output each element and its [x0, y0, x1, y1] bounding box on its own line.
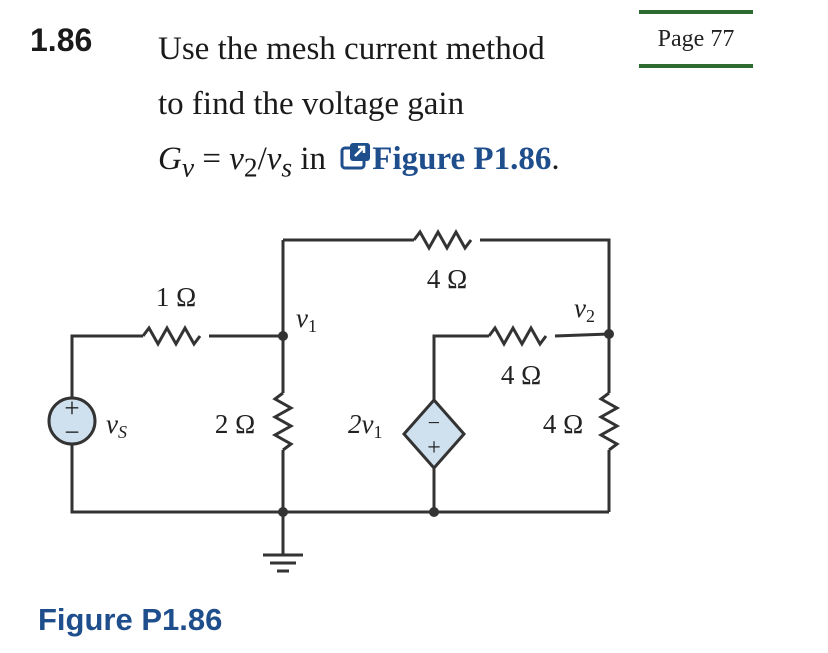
circuit-nodes	[278, 329, 614, 517]
resistor-2ohm	[271, 391, 295, 452]
figure-caption: Figure P1.86	[38, 602, 223, 637]
circuit-wires	[70, 228, 621, 555]
page-reference: Page 77	[639, 10, 753, 68]
gain-equals: =	[194, 141, 230, 177]
label-dependent: 2v1	[348, 409, 382, 442]
voltage-source-vs: + −	[47, 393, 97, 447]
node-v1	[278, 331, 288, 341]
gain-subscript: v	[181, 151, 195, 183]
vs-plus-sign: +	[64, 393, 79, 423]
problem-line-3: Gv = v2/vs in Figure P1.86.	[158, 132, 560, 195]
label-r3: 4 Ω	[427, 264, 467, 294]
resistor-1ohm	[141, 324, 202, 348]
gain-v2-sub: 2	[243, 151, 258, 183]
problem-text: Use the mesh current method to find the …	[158, 22, 560, 195]
gain-symbol: G	[158, 141, 182, 177]
gain-slash: /	[257, 141, 267, 177]
label-vs: vS	[106, 409, 127, 442]
resistor-4ohm-top	[412, 228, 473, 252]
figure-link[interactable]: Figure P1.86	[372, 141, 552, 177]
label-r5: 4 Ω	[543, 409, 583, 439]
problem-number: 1.86	[30, 22, 93, 58]
gain-v2: v	[229, 141, 244, 177]
label-v2: v2	[574, 293, 595, 326]
node-ground	[278, 507, 288, 517]
gain-vs-sub: s	[281, 151, 293, 183]
gain-in: in	[292, 141, 335, 177]
label-r4: 4 Ω	[501, 360, 541, 390]
dep-plus-sign: +	[427, 435, 441, 461]
label-v1: v1	[296, 303, 317, 336]
problem-line-2: to find the voltage gain	[158, 86, 465, 122]
resistor-4ohm-mid	[487, 324, 548, 348]
external-link-icon[interactable]	[340, 142, 372, 172]
vs-minus-sign: −	[64, 417, 79, 447]
dependent-source: − +	[401, 397, 467, 471]
dep-minus-sign: −	[428, 410, 440, 435]
problem-line-1: Use the mesh current method	[158, 31, 545, 67]
node-bottom-mid	[429, 507, 439, 517]
resistor-4ohm-right	[597, 391, 621, 452]
label-r1: 1 Ω	[156, 282, 196, 312]
ground-symbol	[263, 553, 303, 573]
gain-vs: v	[266, 141, 282, 177]
period: .	[551, 141, 560, 177]
label-r2: 2 Ω	[215, 409, 255, 439]
node-v2	[604, 329, 614, 339]
